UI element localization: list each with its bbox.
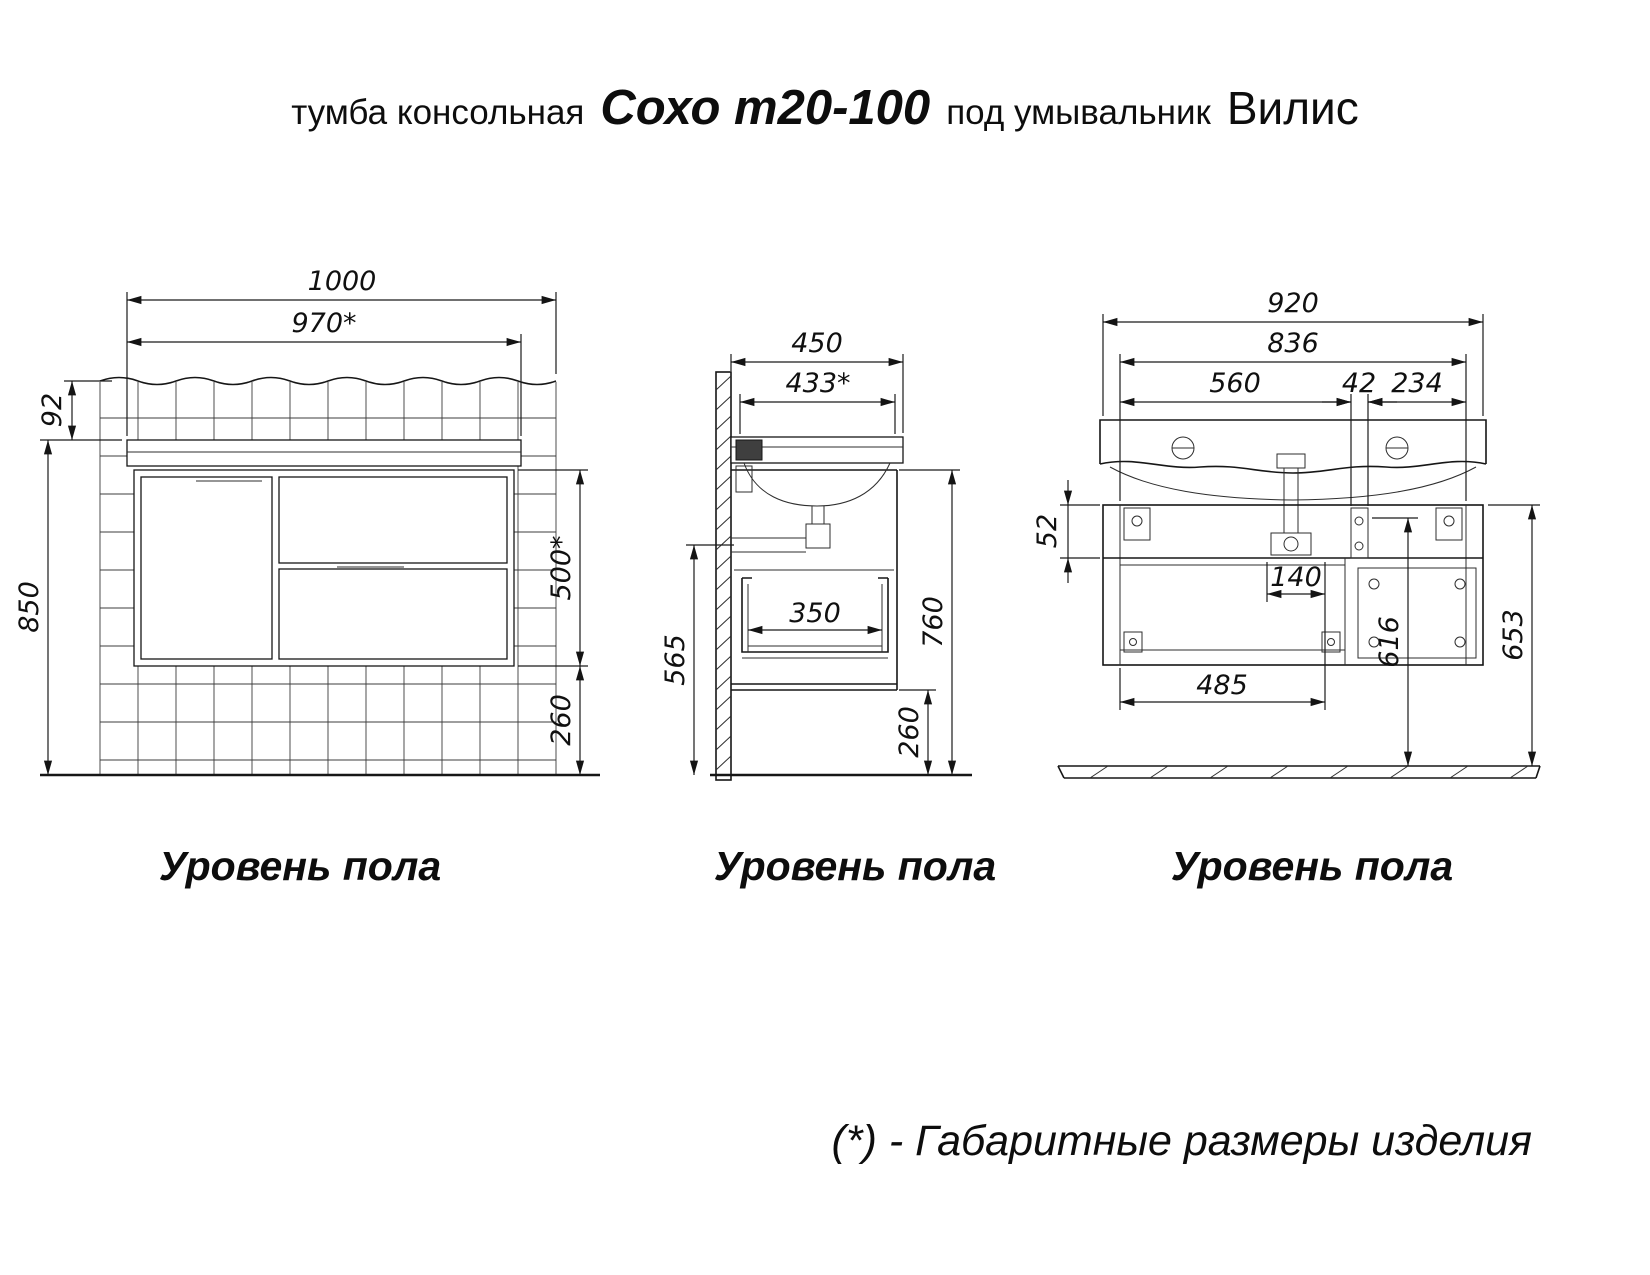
back-view: 920 836 560 42 234	[1032, 288, 1541, 779]
drawer-section	[741, 577, 889, 659]
dim-text-back-drain-offset: 140	[1270, 562, 1322, 593]
drain-assembly	[1270, 453, 1312, 556]
door-panel	[140, 476, 273, 660]
dim-back-rail-height: 52	[1032, 480, 1100, 583]
drawer-upper	[278, 476, 508, 564]
dim-front-height-total: 850	[14, 440, 53, 775]
bottom-bracket-left	[1123, 631, 1143, 653]
dim-text-side-depth-product: 433*	[785, 368, 850, 399]
dim-back-width-total: 920	[1102, 288, 1484, 416]
floor-label-back: Уровень пола	[1170, 843, 1454, 889]
front-view: 1000 970* 92 850 500*	[14, 266, 600, 777]
side-module-panel	[1357, 567, 1477, 659]
title-basin: Вилис	[1226, 82, 1359, 134]
floor-label-front: Уровень пола	[158, 843, 442, 889]
drawer-lower	[278, 568, 508, 660]
dim-text-side-drawer-inner-width: 350	[789, 598, 841, 629]
dim-text-front-cabinet-height: 500*	[546, 535, 577, 600]
dim-front-width-product: 970*	[127, 308, 522, 436]
dim-side-drain-height: 565	[660, 544, 734, 775]
floor-strip	[1057, 765, 1541, 779]
dim-back-height-side: 653	[1488, 504, 1540, 766]
faucet-hole-left	[1171, 436, 1195, 460]
dim-back-width-inner: 836	[1119, 328, 1467, 501]
basin-bowl-section	[743, 462, 891, 507]
dim-text-back-width-total: 920	[1267, 288, 1319, 319]
title-model: Сохо т20-100	[600, 81, 931, 135]
center-bracket	[1350, 507, 1369, 559]
dim-back-bracket-width: 42	[1322, 368, 1397, 506]
dim-text-front-width-total: 1000	[308, 266, 377, 297]
tile-wall-top-edge	[99, 376, 557, 386]
dim-side-height-overall: 760	[899, 469, 960, 775]
dim-side-floor-clearance: 260	[894, 689, 936, 775]
title-middle: под умывальник	[946, 93, 1211, 132]
dim-text-side-depth-total: 450	[791, 328, 843, 359]
dim-text-back-bottom-span: 485	[1196, 670, 1248, 701]
dim-side-depth-product: 433*	[739, 368, 896, 434]
dim-back-drain-offset: 140	[1266, 562, 1326, 710]
dim-text-back-right-span: 234	[1391, 368, 1443, 399]
countertop	[126, 439, 522, 467]
dim-text-front-top-height: 92	[37, 393, 68, 427]
overflow-block	[735, 465, 753, 493]
faucet-block	[735, 439, 763, 461]
mount-bracket-right	[1435, 507, 1463, 541]
dim-back-left-span: 560	[1120, 368, 1351, 407]
siphon-trap	[731, 506, 831, 553]
cabinet-side	[731, 469, 898, 691]
drawing-title: тумба консольная Сохо т20-100 под умывал…	[0, 84, 1650, 133]
dim-text-back-rail-height: 52	[1032, 514, 1063, 548]
side-view: 450 433* 350 565 760	[660, 328, 972, 781]
faucet-hole-right	[1385, 436, 1409, 460]
dim-text-side-floor-clearance: 260	[894, 706, 925, 758]
dim-text-front-width-product: 970*	[291, 308, 356, 339]
dim-text-front-floor-clearance: 260	[546, 694, 577, 746]
dim-front-width-total: 1000	[126, 266, 557, 436]
dim-front-cabinet-height: 500*	[518, 469, 588, 667]
dim-text-back-height-side: 653	[1498, 609, 1529, 661]
dim-text-side-drain-height: 565	[660, 634, 691, 686]
title-prefix: тумба консольная	[291, 93, 585, 132]
dim-text-side-height-overall: 760	[918, 596, 949, 648]
dim-text-back-width-inner: 836	[1267, 328, 1319, 359]
dim-back-bottom-span: 485	[1119, 668, 1325, 710]
dim-side-depth-total: 450	[730, 328, 904, 433]
floor-label-side: Уровень пола	[713, 843, 997, 889]
dim-front-top-height: 92	[37, 380, 122, 441]
bottom-bracket-mid	[1321, 631, 1341, 653]
dim-side-drawer-inner-width: 350	[748, 598, 882, 635]
washbasin-top	[1099, 419, 1487, 556]
dim-text-front-height-total: 850	[14, 581, 45, 633]
cabinet-back	[1102, 504, 1484, 666]
dim-text-back-height-mid: 616	[1374, 616, 1405, 668]
mount-bracket-left	[1123, 507, 1151, 541]
dim-back-right-span: 234	[1368, 368, 1466, 407]
dim-front-floor-clearance: 260	[546, 666, 585, 775]
footnote-overall-dimensions: (*) - Габаритные размеры изделия	[831, 1117, 1532, 1165]
dim-text-back-bracket-width: 42	[1342, 368, 1376, 399]
wall-section	[715, 371, 732, 781]
dim-text-back-left-span: 560	[1209, 368, 1261, 399]
dim-back-height-mid: 616	[1372, 517, 1418, 766]
